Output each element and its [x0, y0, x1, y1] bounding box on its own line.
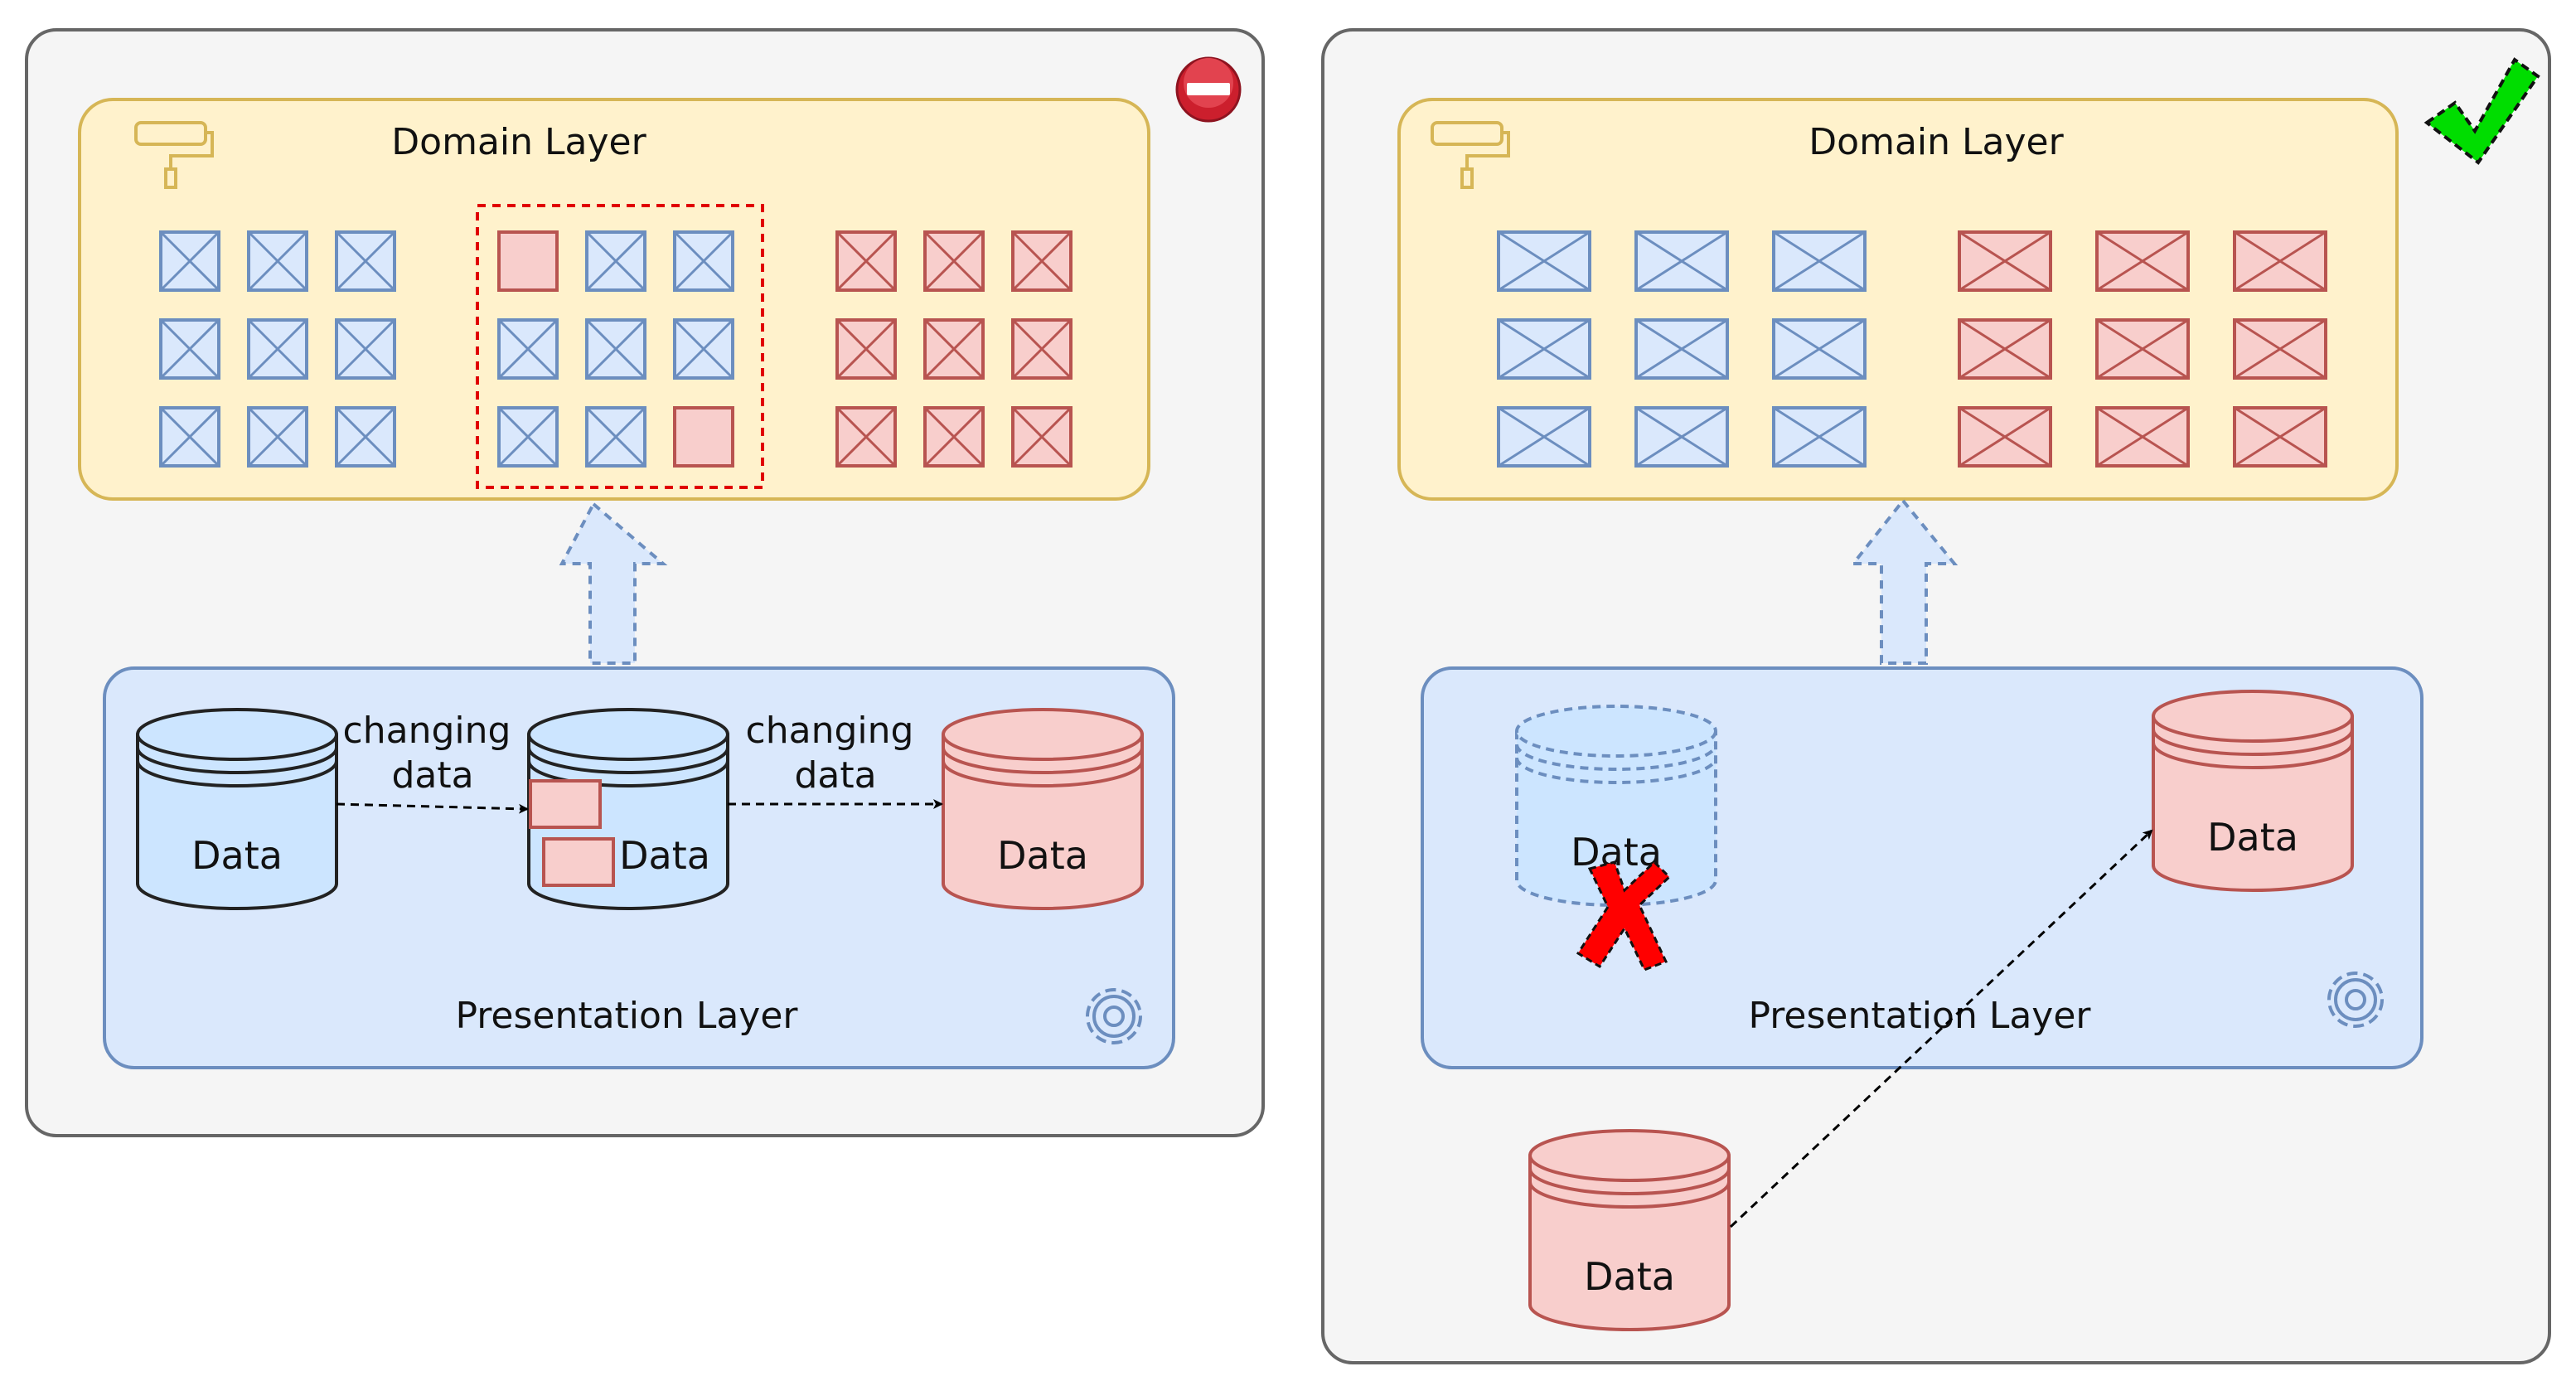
- right-panel: Domain Layer Presentation Layer Data Dat…: [1321, 28, 2551, 1364]
- domain-entity-icon: [2233, 318, 2327, 380]
- domain-entity-icon: [923, 406, 985, 468]
- domain-entity-icon: [673, 230, 734, 292]
- left-edge-1: [336, 802, 529, 814]
- left-database-1: Data: [136, 708, 338, 910]
- left-presentation-layer-title: Presentation Layer: [456, 995, 799, 1037]
- left-edge-label-1: changing data: [343, 710, 523, 797]
- changed-record-2: [542, 837, 615, 887]
- red-x-icon: [1576, 860, 1672, 972]
- domain-entity-icon: [585, 230, 646, 292]
- domain-entity-icon: [335, 406, 396, 468]
- domain-entity-icon: [835, 230, 897, 292]
- left-database-2: Data: [527, 708, 729, 910]
- left-database-1-label: Data: [191, 833, 283, 878]
- right-database-new-label: Data: [2207, 815, 2298, 860]
- domain-entity-icon: [673, 406, 734, 468]
- domain-entity-icon: [585, 318, 646, 380]
- domain-entity-icon: [1011, 406, 1073, 468]
- left-edge-label-2: changing data: [746, 710, 926, 797]
- domain-entity-icon: [1958, 230, 2052, 292]
- changed-entities-selection: [476, 204, 764, 489]
- left-domain-layer-title: Domain Layer: [391, 121, 646, 163]
- domain-entity-icon: [1772, 230, 1867, 292]
- left-up-arrow: [559, 501, 668, 665]
- domain-entity-icon: [497, 230, 559, 292]
- left-database-3-label: Data: [997, 833, 1088, 878]
- domain-entity-icon: [247, 406, 308, 468]
- gear-icon: [2327, 972, 2384, 1028]
- right-domain-layer-title: Domain Layer: [1809, 121, 2064, 163]
- domain-entity-icon: [1958, 406, 2052, 468]
- domain-entity-icon: [159, 406, 220, 468]
- domain-entity-icon: [497, 318, 559, 380]
- right-edge: [1729, 829, 2153, 1228]
- domain-entity-icon: [1772, 406, 1867, 468]
- domain-entity-icon: [923, 318, 985, 380]
- domain-entity-icon: [335, 230, 396, 292]
- no-entry-icon: [1175, 56, 1242, 123]
- domain-entity-icon: [2095, 230, 2190, 292]
- right-up-arrow: [1849, 497, 1959, 665]
- right-database-new: Data: [2152, 690, 2354, 892]
- left-panel: Domain Layer Presentation Layer Data: [25, 28, 1265, 1137]
- domain-entity-icon: [159, 230, 220, 292]
- right-domain-layer: [1397, 98, 2399, 501]
- domain-entity-icon: [2095, 406, 2190, 468]
- left-domain-layer: [78, 98, 1150, 501]
- domain-entity-icon: [2233, 406, 2327, 468]
- domain-entity-icon: [835, 318, 897, 380]
- domain-entity-icon: [247, 318, 308, 380]
- left-database-2-label: Data: [619, 833, 710, 878]
- domain-entity-icon: [1497, 230, 1591, 292]
- domain-entity-icon: [585, 406, 646, 468]
- check-mark-icon: [2423, 57, 2540, 165]
- domain-entity-icon: [1772, 318, 1867, 380]
- domain-entity-icon: [1497, 318, 1591, 380]
- right-entity-grid: [1497, 230, 2327, 468]
- changed-record-1: [529, 779, 602, 829]
- domain-entity-icon: [1011, 318, 1073, 380]
- right-database-source-label: Data: [1584, 1254, 1675, 1299]
- left-database-3: Data: [942, 708, 1144, 910]
- left-entity-grid: [159, 230, 1073, 468]
- domain-entity-icon: [835, 406, 897, 468]
- domain-entity-icon: [159, 318, 220, 380]
- right-presentation-layer-title: Presentation Layer: [1749, 995, 2092, 1037]
- domain-entity-icon: [2095, 318, 2190, 380]
- domain-entity-icon: [247, 230, 308, 292]
- paint-roller-icon: [1431, 121, 1510, 189]
- domain-entity-icon: [1011, 230, 1073, 292]
- domain-entity-icon: [497, 406, 559, 468]
- domain-entity-icon: [335, 318, 396, 380]
- domain-entity-icon: [923, 230, 985, 292]
- domain-entity-icon: [2233, 230, 2327, 292]
- domain-entity-icon: [1634, 230, 1729, 292]
- gear-icon: [1086, 988, 1142, 1044]
- domain-entity-icon: [1634, 318, 1729, 380]
- domain-entity-icon: [1958, 318, 2052, 380]
- right-database-removed: Data: [1515, 705, 1717, 907]
- paint-roller-icon: [134, 121, 214, 189]
- domain-entity-icon: [673, 318, 734, 380]
- domain-entity-icon: [1634, 406, 1729, 468]
- right-database-source: Data: [1528, 1129, 1731, 1331]
- domain-entity-icon: [1497, 406, 1591, 468]
